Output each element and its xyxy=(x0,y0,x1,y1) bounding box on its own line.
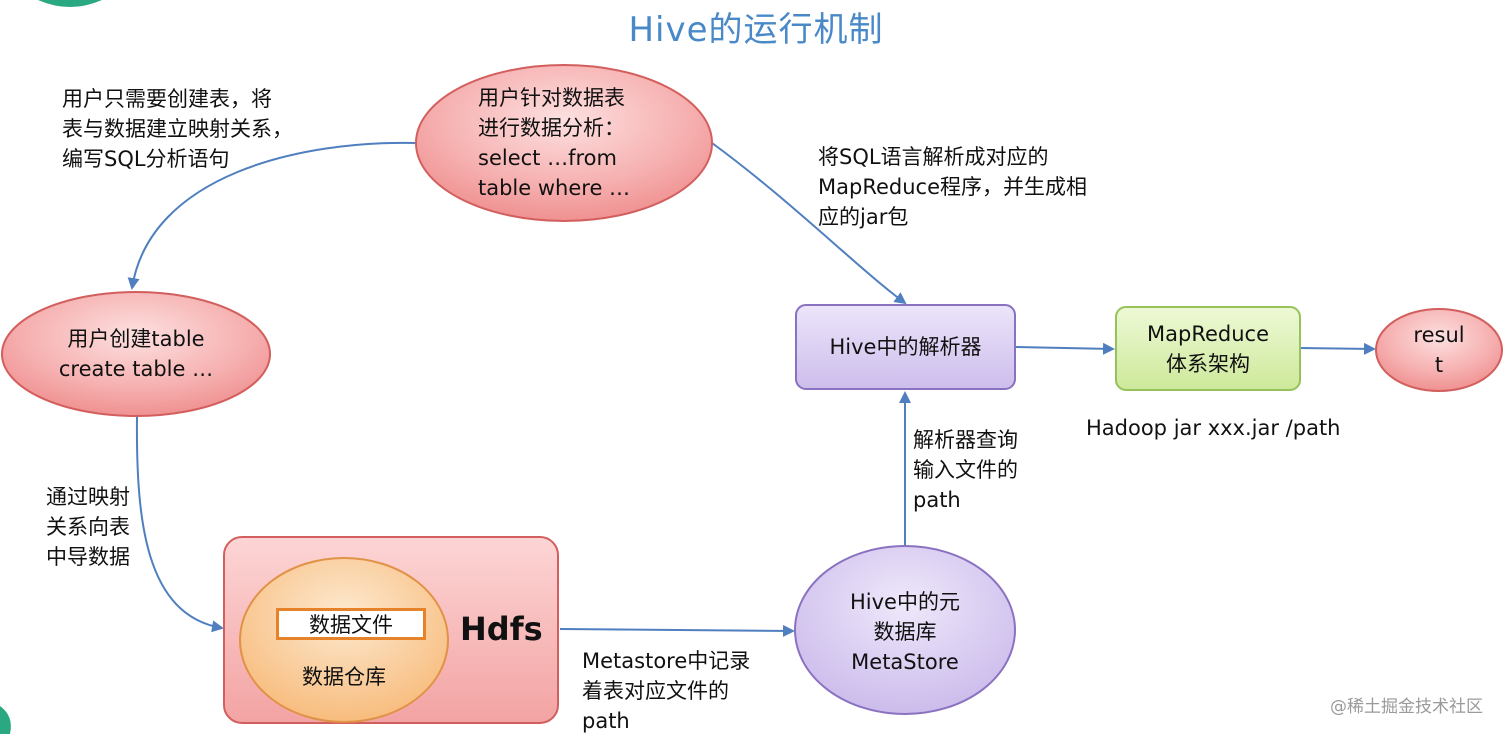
query-node-label: 用户针对数据表 进行数据分析： select …from table where… xyxy=(478,86,631,200)
create-table-node-label: 用户创建table create table … xyxy=(58,327,214,381)
note-metastore-record: Metastore中记录 着表对应文件的 path xyxy=(582,649,751,733)
arrow-mapreduce-to-result xyxy=(1299,342,1376,355)
parser-node-label: Hive中的解析器 xyxy=(829,335,982,359)
corner-decoration-top xyxy=(38,0,102,7)
hdfs-label: Hdfs xyxy=(460,610,543,648)
arrow-create-to-hdfs xyxy=(135,415,224,633)
warehouse-node-shape xyxy=(239,557,449,723)
metastore-node-shape xyxy=(794,545,1016,715)
data-file-box: 数据文件 xyxy=(276,608,426,640)
result-node-shape xyxy=(1375,308,1503,392)
arrow-hdfs-to-metastore xyxy=(559,624,795,637)
arrow-parser-to-mapreduce xyxy=(1014,342,1115,355)
query-node-shape xyxy=(415,64,713,222)
arrow-query-to-parser xyxy=(711,142,907,305)
metastore-node-label: Hive中的元 数据库 MetaStore xyxy=(850,590,960,674)
result-node-label: resul t xyxy=(1413,323,1465,377)
corner-decoration-bottom xyxy=(0,706,11,734)
note-mapping-import: 通过映射 关系向表 中导数据 xyxy=(46,485,130,569)
create-table-node-shape xyxy=(1,291,271,417)
page-title: Hive的运行机制 xyxy=(628,10,884,50)
mapreduce-node-label: MapReduce 体系架构 xyxy=(1147,321,1269,376)
note-parser-query: 解析器查询 输入文件的 path xyxy=(913,428,1018,512)
parser-node-shape xyxy=(795,304,1016,390)
note-hadoop-command: Hadoop jar xxx.jar /path xyxy=(1086,416,1341,440)
arrow-query-to-create xyxy=(127,141,419,290)
mapreduce-node-shape xyxy=(1115,306,1301,391)
note-user-steps: 用户只需要创建表，将 表与数据建立映射关系， 编写SQL分析语句 xyxy=(62,87,293,171)
watermark: @稀土掘金技术社区 xyxy=(1330,697,1483,717)
note-sql-parse: 将SQL语言解析成对应的 MapReduce程序，并生成相 应的jar包 xyxy=(818,145,1087,229)
warehouse-label: 数据仓库 xyxy=(302,665,386,689)
